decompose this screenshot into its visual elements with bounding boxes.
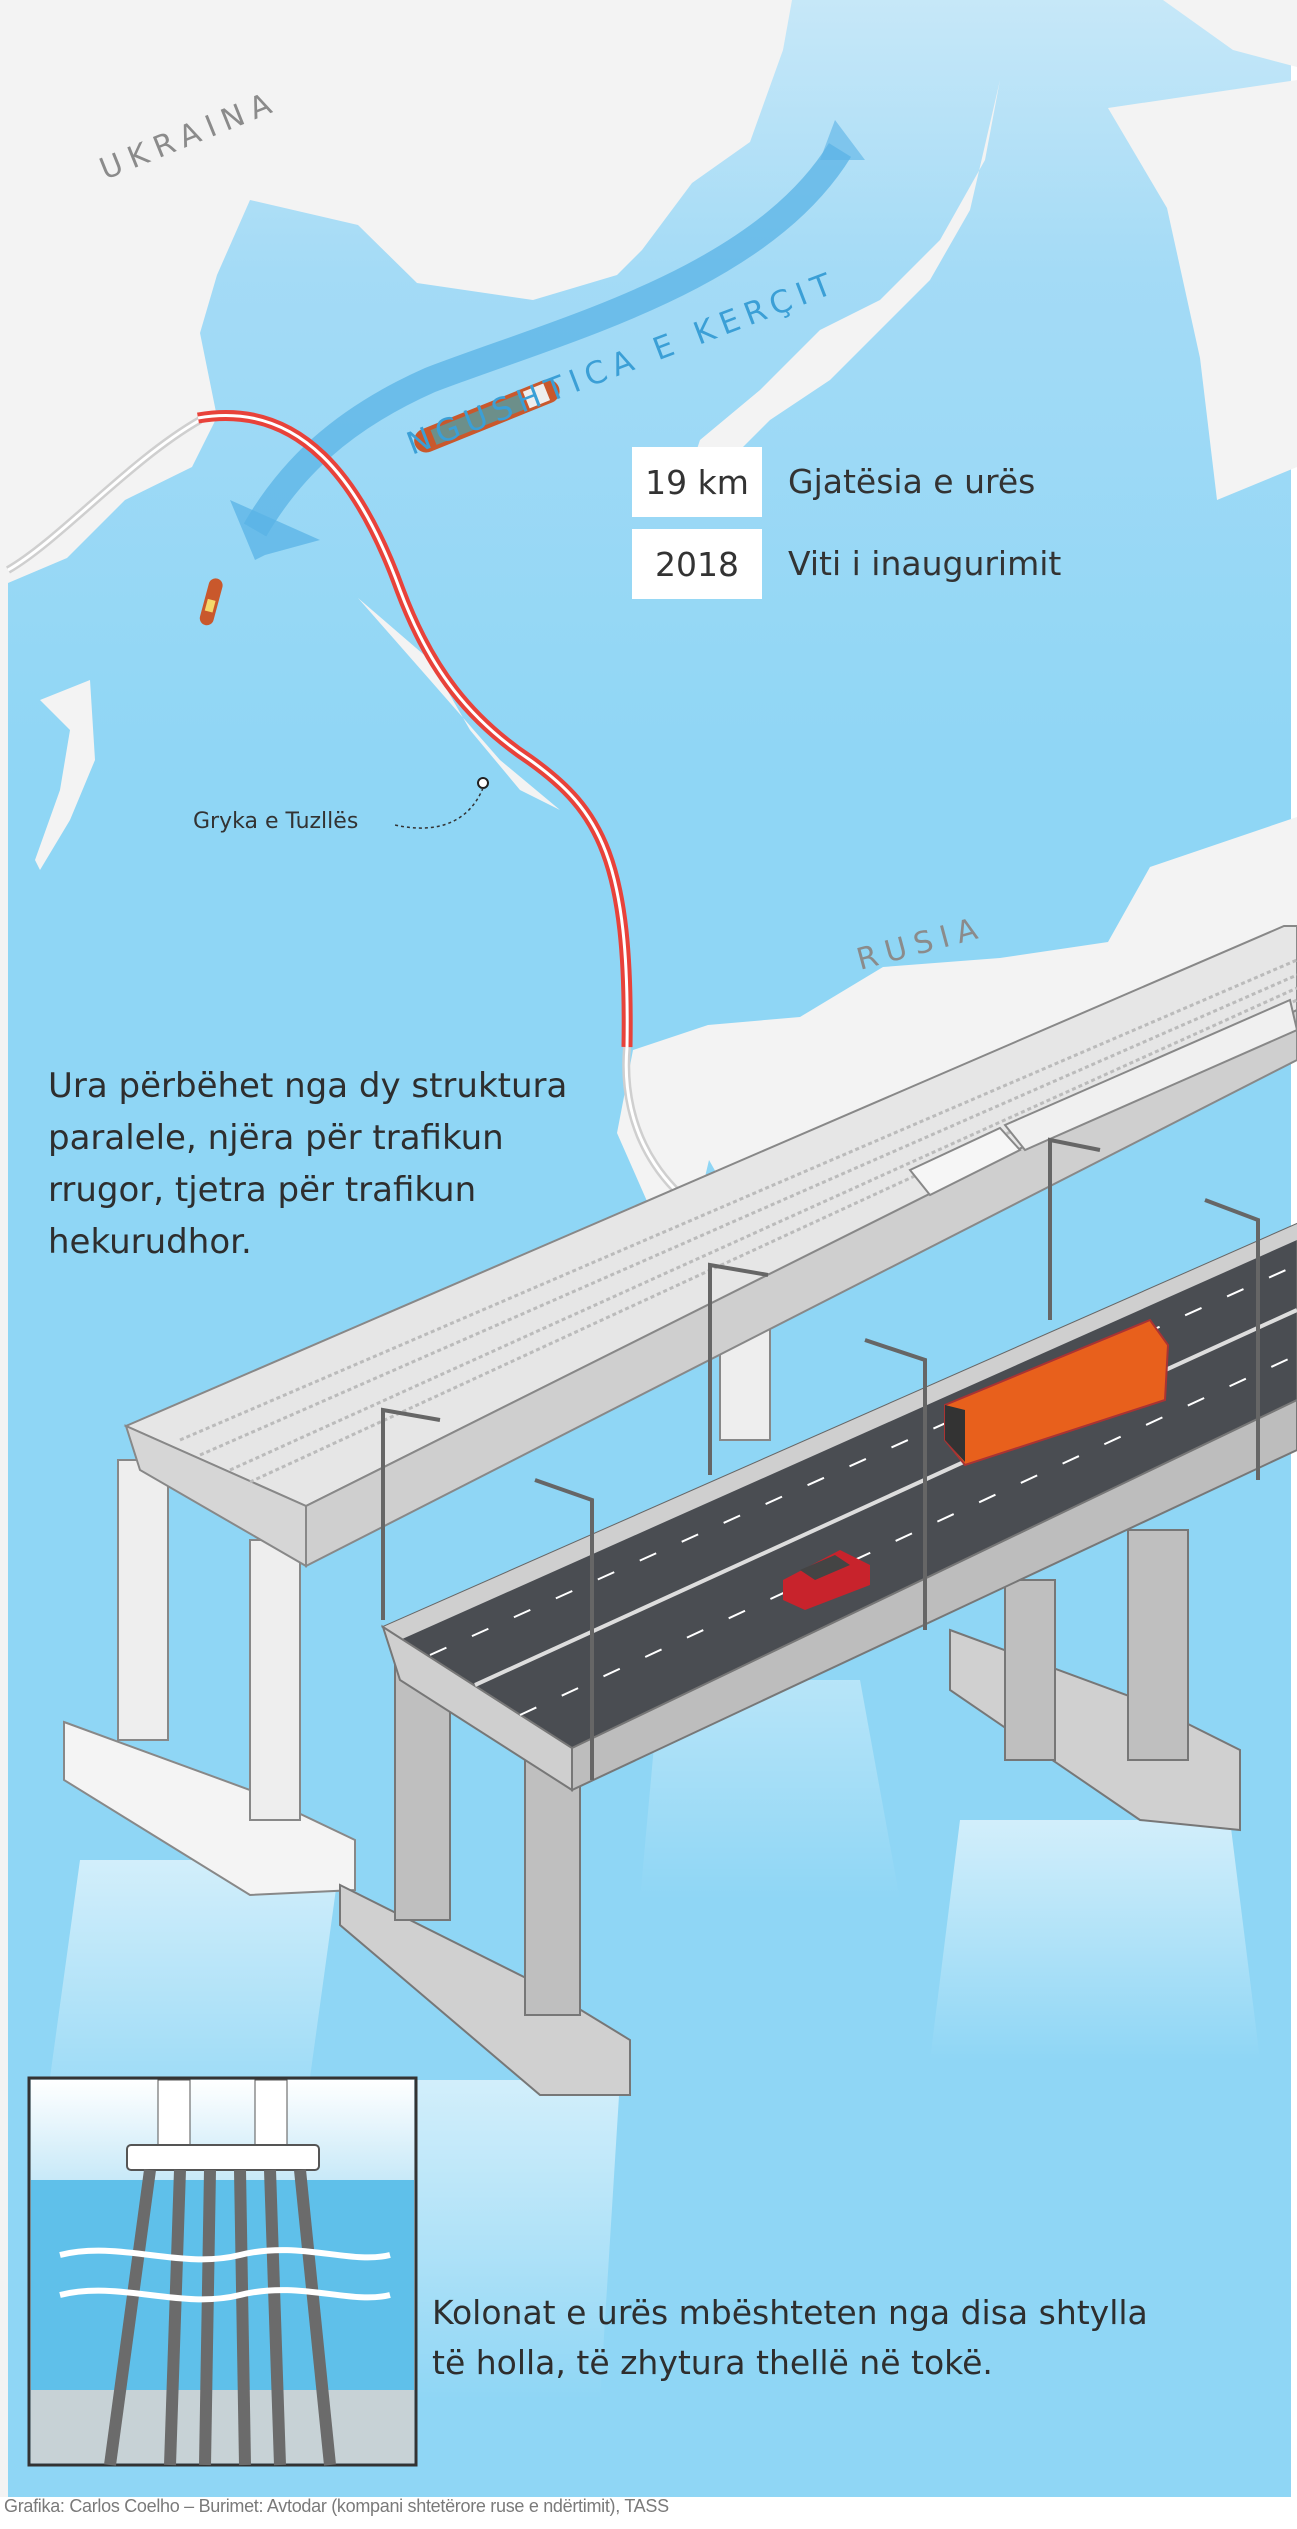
taman-north-land [1108, 80, 1297, 500]
container-ship-icon [414, 379, 560, 453]
stat-year-value: 2018 [632, 529, 762, 599]
road-pier [339, 1529, 1241, 2096]
caption-line: Kolonat e urës mbështeten nga disa shtyl… [432, 2293, 1148, 2332]
strait-arrow [243, 143, 852, 537]
small-ship-icon [199, 578, 223, 626]
bridge-description: Ura përbëhet nga dy struktura paralele, … [48, 1060, 567, 1268]
description-line: hekurudhor. [48, 1222, 252, 1262]
street-lamps [381, 1137, 1260, 1780]
tuzla-spit [358, 598, 560, 810]
label-tuzla-spit: Gryka e Tuzllës [193, 809, 358, 834]
arrow-head-icon [230, 500, 320, 560]
credits-footer: Grafika: Carlos Coelho – Burimet: Avtoda… [4, 2496, 669, 2516]
description-line: paralele, njëra për trafikun [48, 1118, 504, 1158]
caption-line: të holla, të zhytura thellë në tokë. [432, 2343, 993, 2382]
bus-icon [944, 1318, 1170, 1467]
inset-caption: Kolonat e urës mbështeten nga disa shtyl… [432, 2288, 1148, 2388]
pile-inset [27, 2076, 418, 2467]
train-icon [908, 998, 1297, 1197]
stat-length-label: Gjatësia e urës [788, 462, 1036, 501]
description-line: Ura përbëhet nga dy struktura [48, 1066, 568, 1106]
car-icon [783, 1550, 870, 1610]
description-line: rrugor, tjetra për trafikun [48, 1170, 477, 1210]
stat-year-label: Viti i inaugurimit [788, 544, 1062, 583]
crimea-land [0, 0, 792, 2497]
stat-length-value: 19 km [632, 447, 762, 517]
tuzla-marker [477, 777, 489, 789]
